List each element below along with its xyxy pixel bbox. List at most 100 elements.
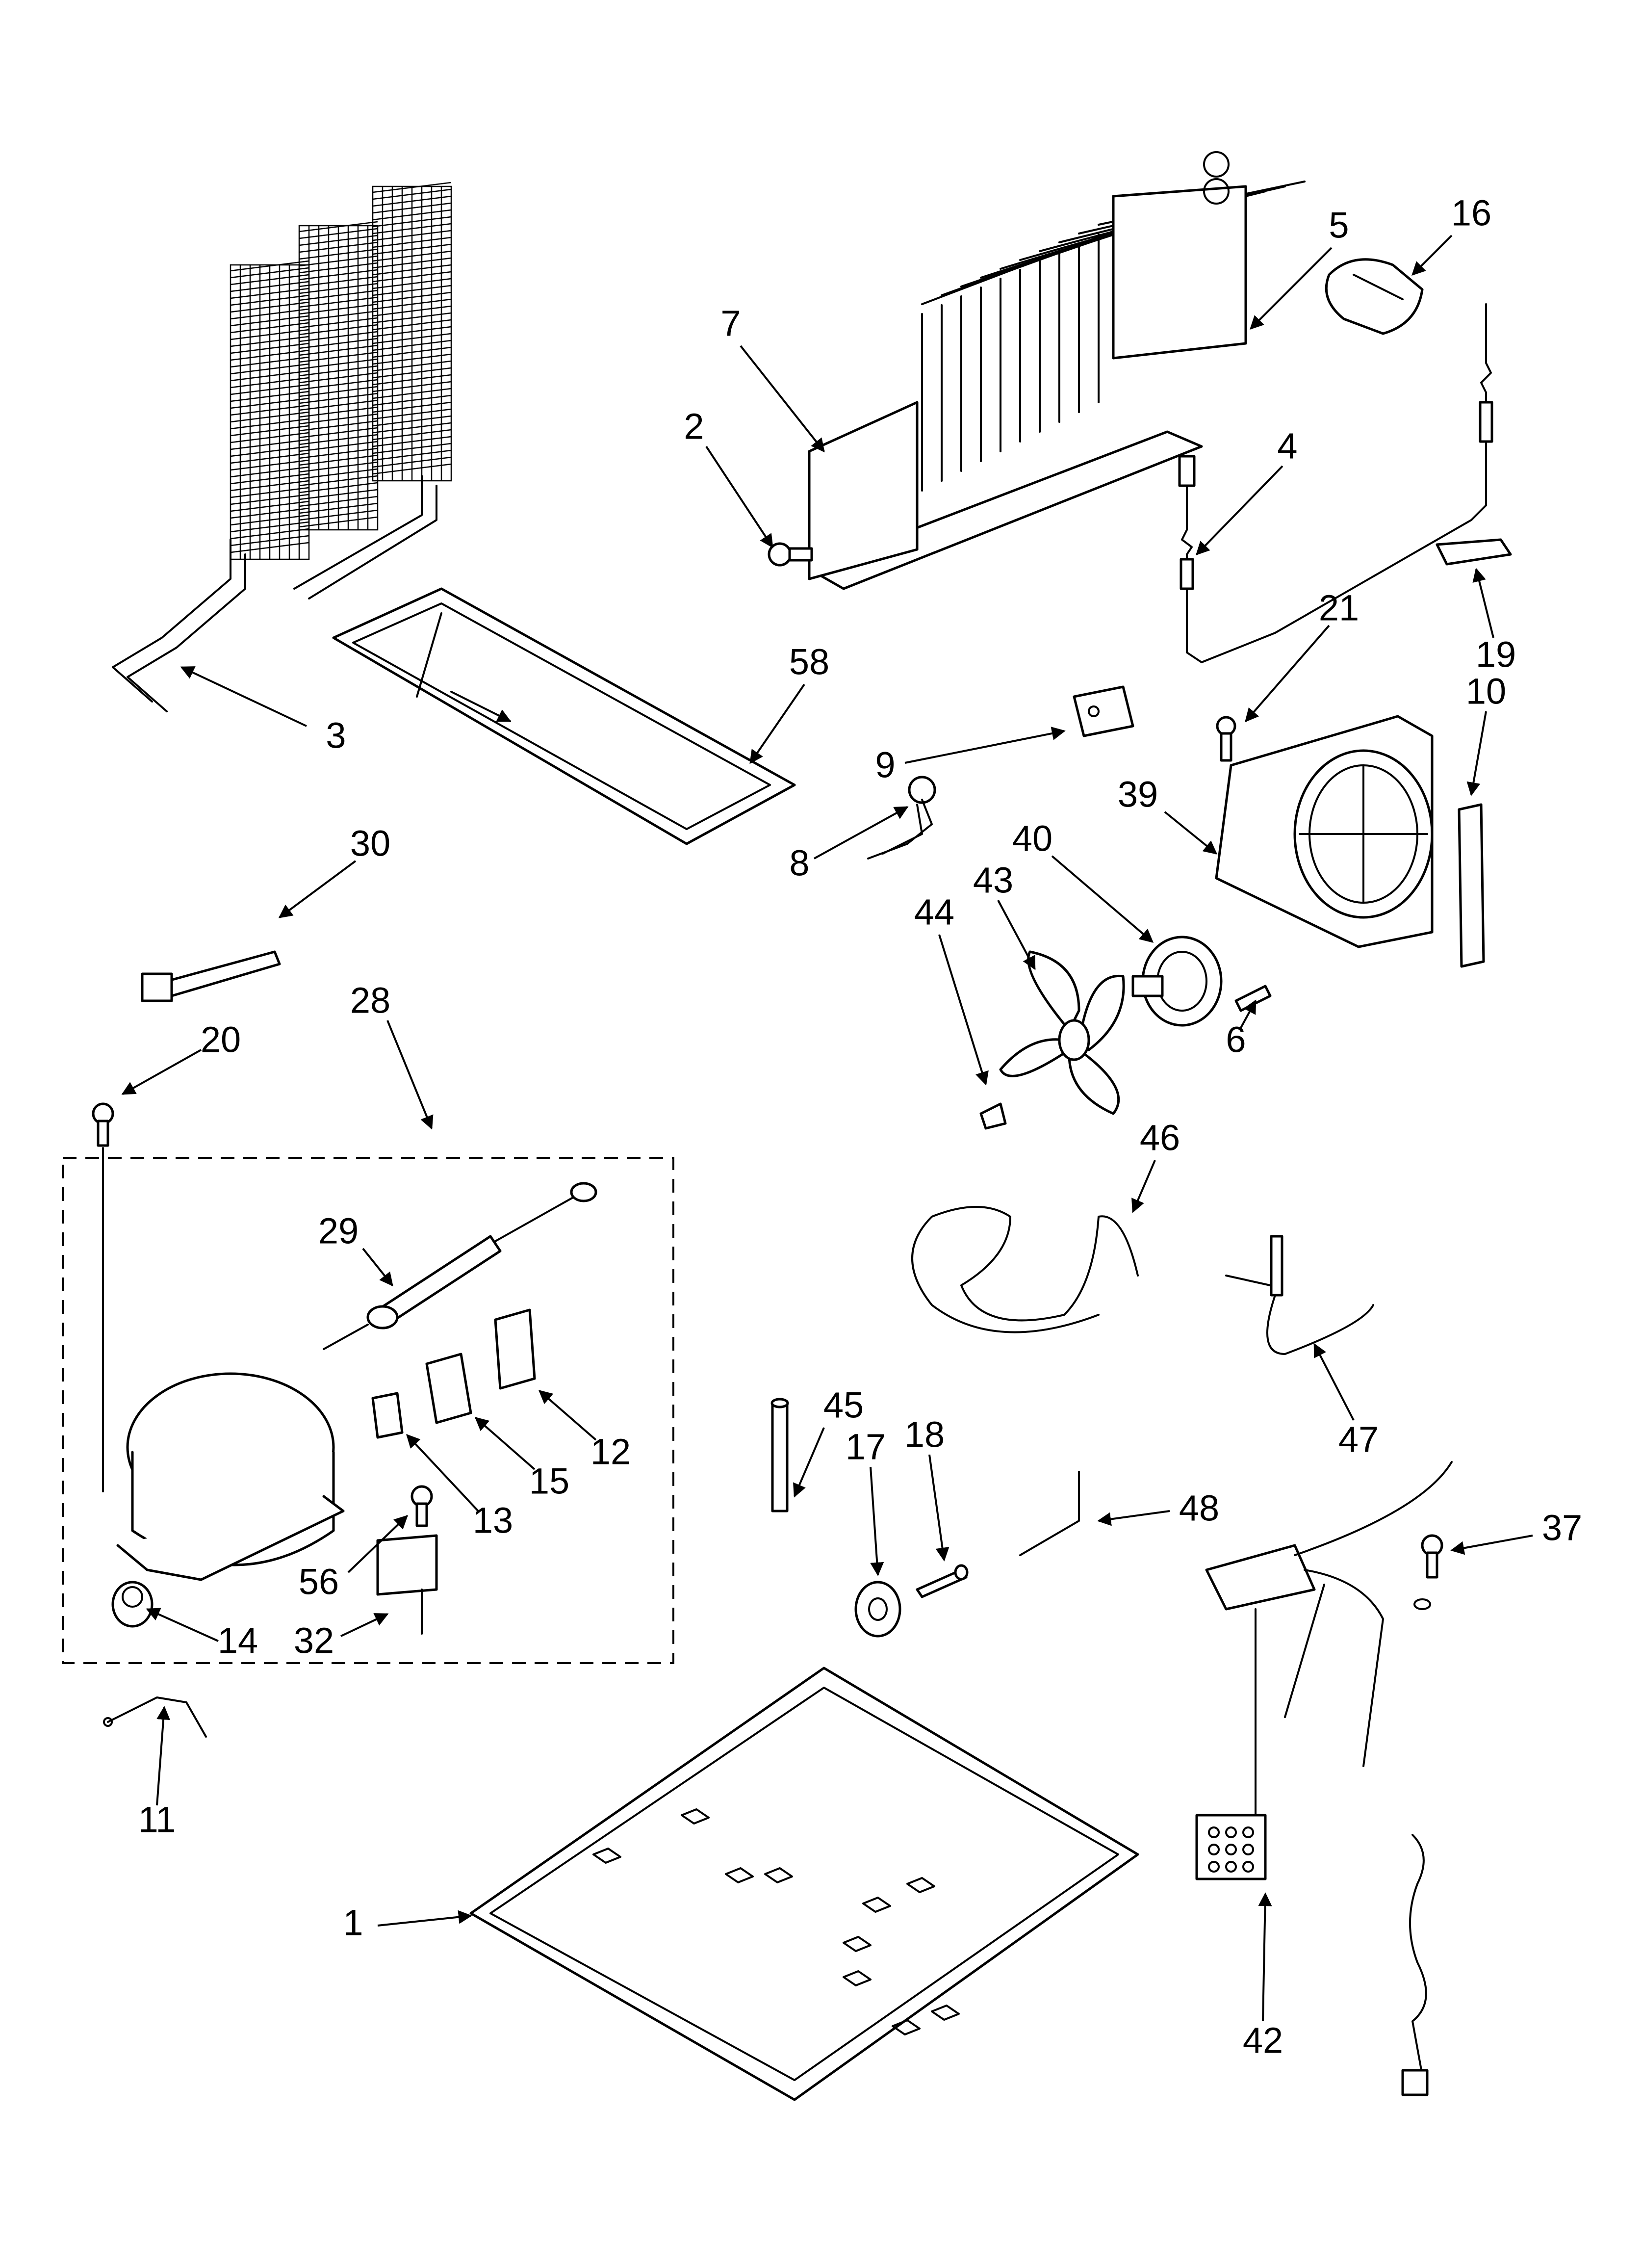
callout-58: 58: [789, 642, 829, 682]
callout-2: 2: [684, 406, 704, 447]
leader-line-46: [1131, 1160, 1156, 1213]
leader-line-19: [1472, 568, 1494, 638]
fan-shroud-39: [1215, 715, 1434, 948]
wire-harness-42: [1195, 1461, 1453, 2096]
wheel-17: [854, 1581, 901, 1638]
callout-9: 9: [875, 745, 895, 785]
callout-6: 6: [1226, 1019, 1246, 1060]
callout-47: 47: [1338, 1419, 1379, 1460]
evaporator: [808, 151, 1306, 590]
leader-line-44: [938, 934, 989, 1086]
grommet-14: [111, 1581, 154, 1628]
leader-line-47: [1313, 1343, 1355, 1421]
leader-line-42: [1258, 1892, 1272, 2022]
callout-37: 37: [1542, 1508, 1582, 1548]
callout-4: 4: [1277, 426, 1297, 467]
leader-line-4: [1196, 465, 1283, 556]
callout-56: 56: [299, 1562, 339, 1602]
callout-21: 21: [1319, 588, 1359, 628]
callout-3: 3: [326, 715, 346, 756]
leader-line-18: [928, 1454, 949, 1562]
condenser-coil: [112, 182, 452, 712]
overload-15: [425, 1353, 472, 1424]
leader-line-13: [406, 1434, 479, 1512]
leader-line-16: [1411, 235, 1453, 276]
screw-20: [92, 1102, 114, 1492]
leader-line-43: [997, 900, 1036, 970]
leader-line-32: [340, 1613, 389, 1637]
screw-56: [410, 1485, 433, 1527]
callout-45: 45: [823, 1385, 864, 1426]
strip-10: [1458, 803, 1485, 968]
tube-46: [911, 1206, 1139, 1333]
leader-line-2: [705, 445, 773, 548]
leader-line-8: [814, 806, 909, 860]
leader-line-48: [1097, 1510, 1170, 1526]
callout-48: 48: [1179, 1488, 1219, 1529]
leader-line-29: [362, 1248, 393, 1287]
leader-line-6: [1240, 999, 1257, 1028]
callout-39: 39: [1118, 774, 1158, 815]
leader-line-21: [1245, 625, 1330, 723]
callout-30: 30: [350, 823, 390, 864]
screw-37: [1413, 1534, 1443, 1610]
leader-line-30: [278, 860, 357, 918]
callout-40: 40: [1012, 818, 1052, 859]
leader-line-37: [1450, 1535, 1533, 1555]
callout-1: 1: [343, 1903, 363, 1943]
leader-line-11: [156, 1706, 171, 1806]
callout-16: 16: [1451, 193, 1491, 234]
callout-28: 28: [350, 980, 390, 1021]
callout-19: 19: [1476, 634, 1516, 675]
wire-8: [867, 776, 936, 860]
sensor-wire-4: [1178, 303, 1493, 663]
callout-14: 14: [218, 1620, 258, 1661]
clip-13: [371, 1392, 404, 1439]
bracket-9: [1073, 685, 1134, 737]
callout-32: 32: [294, 1620, 334, 1661]
callout-10: 10: [1466, 671, 1506, 712]
cap-16: [1325, 258, 1424, 335]
callout-29: 29: [318, 1211, 359, 1251]
callout-7: 7: [720, 303, 741, 344]
leader-line-1: [377, 1910, 472, 1927]
callout-44: 44: [914, 892, 954, 933]
leader-line-17: [870, 1466, 884, 1576]
leader-line-9: [904, 727, 1066, 764]
clip-44: [979, 1102, 1007, 1130]
leader-line-40: [1051, 855, 1154, 943]
callout-12: 12: [590, 1432, 631, 1472]
leader-line-15: [474, 1417, 536, 1470]
callout-42: 42: [1243, 2020, 1283, 2061]
rod-48: [1019, 1471, 1080, 1556]
leader-line-39: [1164, 811, 1218, 855]
callout-20: 20: [201, 1019, 241, 1060]
leader-line-7: [740, 345, 825, 453]
drier-29: [323, 1182, 597, 1350]
axle-18: [916, 1564, 969, 1598]
drain-pan: [332, 587, 796, 845]
leader-line-56: [347, 1515, 409, 1573]
leader-line-58: [749, 683, 805, 764]
fan-motor-40: [1131, 936, 1223, 1027]
clip-19: [1436, 538, 1512, 566]
capacitor-32: [376, 1534, 438, 1635]
base-frame-1: [469, 1667, 1139, 2101]
relay-12: [494, 1308, 536, 1390]
leader-line-10: [1466, 711, 1487, 796]
callout-18: 18: [904, 1414, 945, 1455]
leader-line-20: [121, 1049, 202, 1095]
callout-5: 5: [1329, 205, 1349, 246]
leader-line-14: [146, 1608, 219, 1642]
leader-line-3: [180, 666, 307, 727]
leader-line-28: [386, 1020, 434, 1130]
leader-line-5: [1250, 247, 1333, 330]
screw-2: [768, 542, 813, 567]
callout-46: 46: [1140, 1118, 1180, 1158]
compressor: [116, 1372, 345, 1581]
screw-21: [1216, 716, 1236, 762]
callout-17: 17: [846, 1427, 886, 1467]
pin-45: [770, 1398, 789, 1512]
callout-8: 8: [789, 843, 809, 884]
